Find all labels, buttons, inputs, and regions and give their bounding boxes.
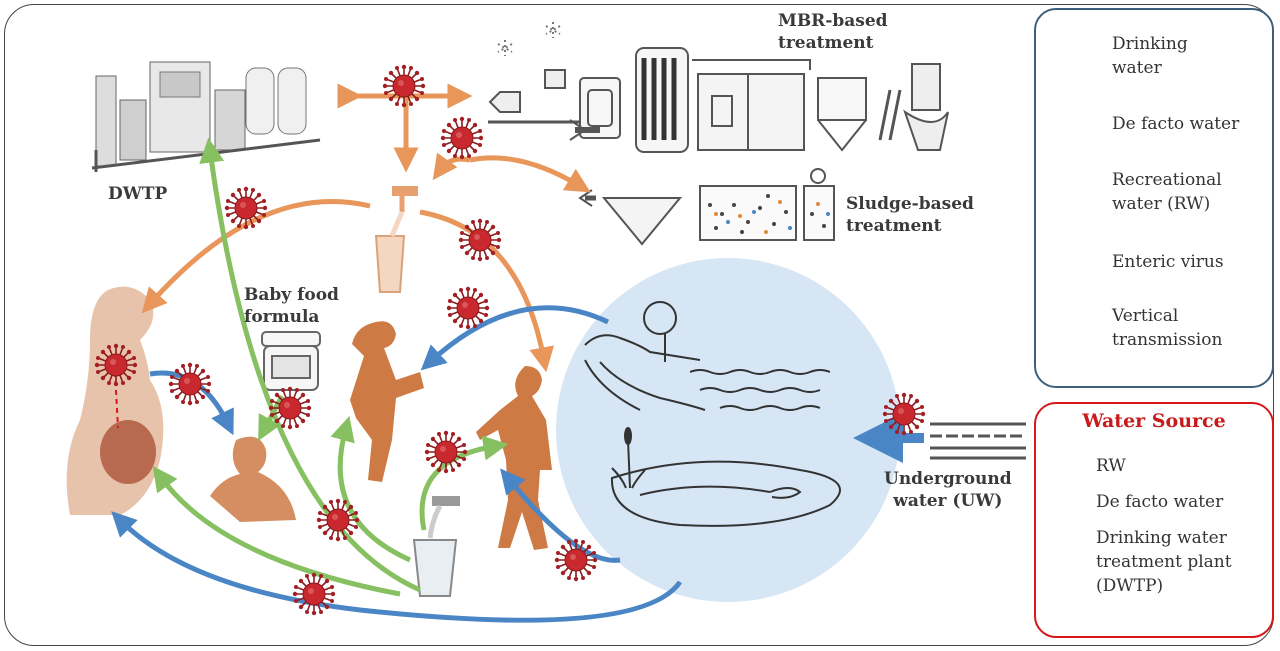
recreational-water-area xyxy=(556,258,900,602)
water-source-defacto: De facto water xyxy=(1096,492,1224,512)
mbr-label: MBR-based treatment xyxy=(778,10,888,54)
standing-man-figure xyxy=(476,366,552,550)
legend-vertical-transmission: Vertical transmission xyxy=(1112,306,1223,350)
legend-enteric-virus: Enteric virus xyxy=(1112,252,1224,272)
mbr-label-line1: MBR-based xyxy=(778,11,888,31)
dwtp-plant-drawing xyxy=(91,61,321,172)
legend-drinking-water: Drinking water xyxy=(1112,34,1188,78)
water-source-dwtp: Drinking water treatment plant (DWTP) xyxy=(1096,528,1232,596)
water-source-title: Water Source xyxy=(1082,410,1226,432)
sludge-label-line1: Sludge-based xyxy=(846,194,974,214)
drinking-water-tap xyxy=(412,496,460,597)
legend-de-facto-water: De facto water xyxy=(1112,114,1240,134)
underground-water-label: Underground water (UW) xyxy=(884,468,1012,512)
pregnant-woman-figure xyxy=(66,286,164,515)
running-child-figure xyxy=(350,321,424,482)
sludge-label: Sludge-based treatment xyxy=(846,193,974,237)
baby-food-label-line1: Baby food xyxy=(244,285,339,305)
underground-water-drawing xyxy=(930,422,1026,460)
legend-recreational-water: Recreational water (RW) xyxy=(1112,170,1222,214)
baby-food-jar-icon xyxy=(261,331,321,391)
baby-food-label: Baby food formula xyxy=(244,284,339,328)
fetus-icon xyxy=(100,420,156,484)
water-source-rw: RW xyxy=(1096,456,1126,476)
rw-arrows xyxy=(111,305,924,623)
dwtp-arrows xyxy=(152,137,509,597)
sludge-process-drawing xyxy=(578,168,835,246)
sludge-label-line2: treatment xyxy=(846,216,942,236)
baby-figure xyxy=(210,436,296,522)
dwtp-label: DWTP xyxy=(108,184,168,204)
mbr-process-drawing xyxy=(488,22,949,153)
legend-panel: Drinking water De facto water Recreation… xyxy=(1034,8,1274,388)
baby-food-label-line2: formula xyxy=(244,307,320,327)
mbr-label-line2: treatment xyxy=(778,33,874,53)
underground-water-label-line1: Underground xyxy=(884,469,1012,489)
underground-water-label-line2: water (UW) xyxy=(893,491,1003,511)
landscape-drawing xyxy=(584,301,841,527)
defacto-water-tap xyxy=(374,186,418,293)
water-source-panel: Water Source RW De facto water Drinking … xyxy=(1034,402,1274,638)
